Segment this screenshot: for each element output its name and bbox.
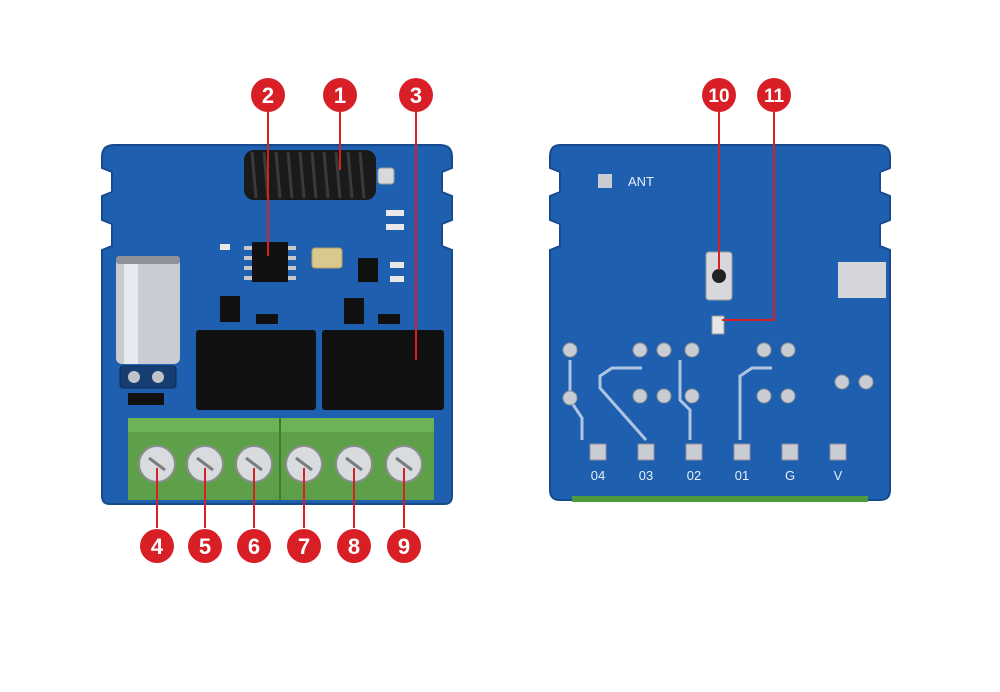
callout-lines	[156, 112, 775, 528]
svg-text:2: 2	[262, 83, 274, 108]
callout-4: 4	[140, 529, 174, 563]
callout-7: 7	[287, 529, 321, 563]
status-led	[711, 315, 725, 335]
pad-01	[733, 443, 751, 461]
ant-label: ANT	[628, 174, 654, 189]
pad-03	[637, 443, 655, 461]
pin-label-03: 03	[639, 468, 653, 483]
antenna-coil	[244, 150, 395, 200]
ant-pad	[598, 174, 612, 188]
svg-text:6: 6	[248, 534, 260, 559]
svg-text:3: 3	[410, 83, 422, 108]
pin-label-01: 01	[735, 468, 749, 483]
front-board	[101, 144, 453, 505]
callout-1: 1	[323, 78, 357, 112]
callout-10: 10	[702, 78, 736, 112]
svg-text:4: 4	[151, 534, 164, 559]
svg-text:8: 8	[348, 534, 360, 559]
pin-label-v: V	[834, 468, 843, 483]
relay-left	[196, 330, 316, 410]
callout-6: 6	[237, 529, 271, 563]
learn-button-cap	[712, 269, 726, 283]
svg-text:9: 9	[398, 534, 410, 559]
pad-g	[781, 443, 799, 461]
pad-02	[685, 443, 703, 461]
callout-8: 8	[337, 529, 371, 563]
callout-9: 9	[387, 529, 421, 563]
small-ic	[358, 258, 378, 282]
screw-terminal-block	[128, 418, 434, 500]
front-pcb	[101, 144, 453, 505]
pin-label-04: 04	[591, 468, 605, 483]
svg-text:11: 11	[764, 86, 785, 107]
pin-label-g: G	[785, 468, 795, 483]
callout-3: 3	[399, 78, 433, 112]
callout-2: 2	[251, 78, 285, 112]
solder-pad-large	[838, 262, 886, 298]
svg-text:5: 5	[199, 534, 211, 559]
svg-text:7: 7	[298, 534, 310, 559]
relay-right	[322, 330, 444, 410]
crystal-oscillator	[311, 247, 343, 269]
pad-v	[829, 443, 847, 461]
svg-text:10: 10	[708, 86, 729, 107]
pin-label-02: 02	[687, 468, 701, 483]
callout-11: 11	[757, 78, 791, 112]
electrolytic-capacitor	[116, 256, 180, 405]
pad-04	[589, 443, 607, 461]
callout-5: 5	[188, 529, 222, 563]
callout-badges: 1 2 3 4 5 6 7 8	[140, 78, 791, 563]
decoder-chip	[252, 242, 288, 282]
svg-text:1: 1	[334, 83, 346, 108]
back-board: ANT	[549, 144, 891, 502]
